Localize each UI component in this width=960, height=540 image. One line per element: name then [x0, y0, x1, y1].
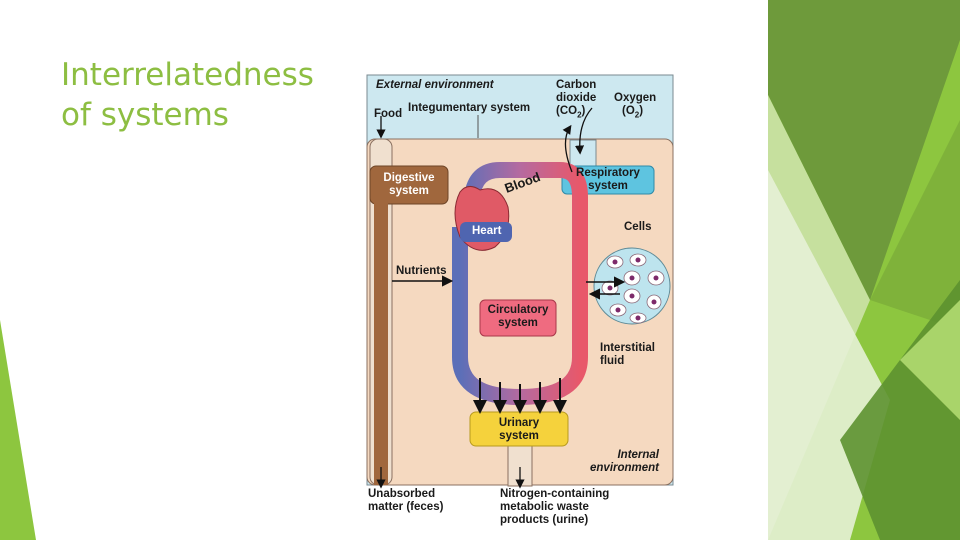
interstitial-fluid-label: Interstitial fluid: [600, 342, 655, 367]
slide-title: Interrelatedness of systems: [61, 55, 351, 135]
circulatory-system-box: [479, 299, 557, 337]
food-label: Food: [374, 108, 403, 120]
systems-diagram: External environment Integumentary syste…: [360, 72, 676, 540]
integumentary-system-label: Integumentary system: [408, 102, 531, 114]
circulatory-system-label: Circulatory system: [487, 304, 549, 329]
heart-label: Heart: [472, 225, 502, 237]
unabsorbed-matter-label: Unabsorbed matter (feces): [368, 488, 444, 513]
digestive-system-label: Digestive system: [383, 172, 435, 197]
diagram-graphic: [366, 74, 674, 489]
slide-title-line2: of systems: [61, 97, 229, 133]
digestive-system-box: [369, 165, 449, 205]
slide-title-line1: Interrelatedness: [61, 57, 314, 93]
cells-label: Cells: [624, 221, 652, 233]
urinary-system-label: Urinary system: [498, 417, 540, 442]
external-environment-label: External environment: [376, 79, 494, 91]
nitrogen-waste-label: Nitrogen-containing metabolic waste prod…: [500, 488, 610, 526]
carbon-dioxide-label: Carbon dioxide (CO2): [556, 79, 597, 120]
respiratory-system-label: Respiratory system: [576, 167, 640, 192]
oxygen-label: Oxygen (O2): [614, 92, 657, 120]
internal-environment-label: Internal environment: [590, 449, 660, 474]
nutrients-label: Nutrients: [396, 265, 447, 277]
